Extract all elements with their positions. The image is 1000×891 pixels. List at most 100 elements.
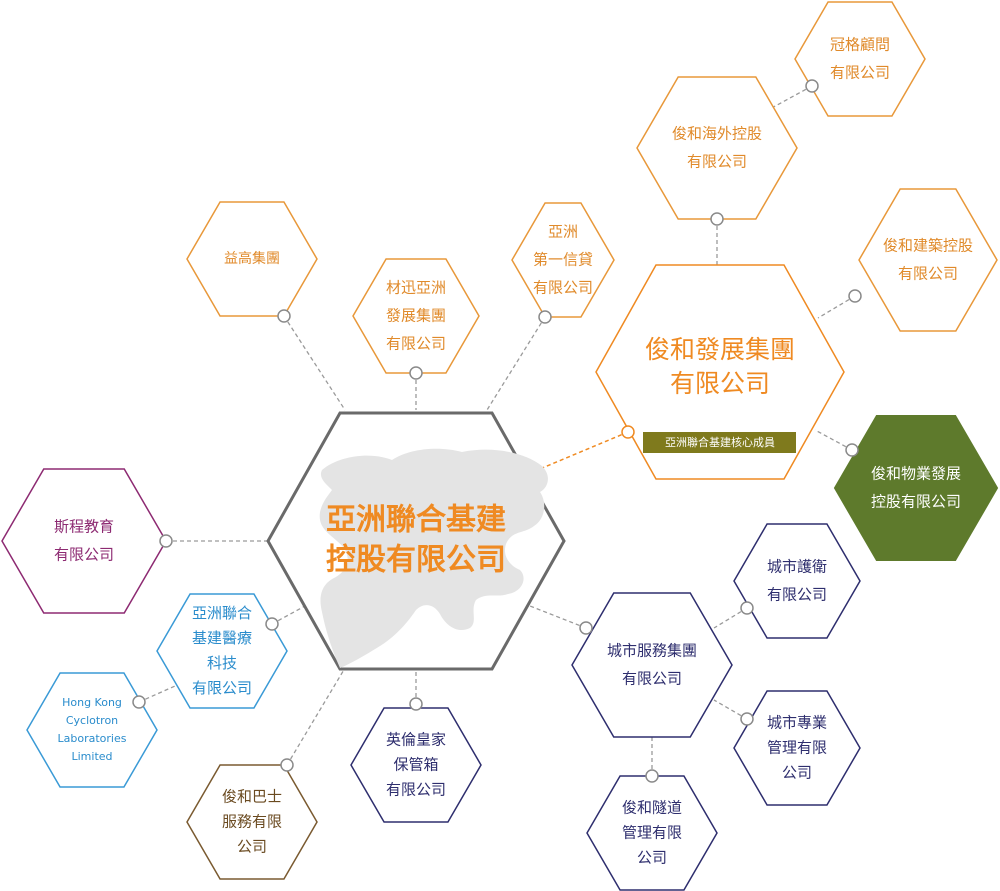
node-label: 城市護衛 [767,558,827,576]
connector-dot [845,443,859,457]
center-name: 控股有限公司 [326,543,506,578]
node-label: 有限公司 [687,153,747,171]
connector-dots [132,79,862,783]
node-hexagon [571,592,733,738]
connector-dot [132,695,146,709]
node-label: 有限公司 [192,679,252,697]
node-label: Cyclotron [66,714,118,727]
connector-dot [409,366,423,380]
node-hexagon [1,468,167,614]
node-hexagon [350,707,482,823]
node-label: 有限公司 [830,64,890,82]
connector-line [283,315,346,411]
node-label: 俊和建築控股 [883,237,973,255]
connector-dot [805,79,819,93]
node-label: 亞洲聯合 [192,604,252,622]
core-connector-dot [621,425,635,439]
core-member-badge [643,432,796,453]
node-hexagon [833,415,999,561]
connector-line [529,605,587,629]
connector-dot [277,309,291,323]
node-hexagon [636,76,798,220]
connector-line [817,295,856,319]
core-group-name: 俊和發展集團 [645,335,795,364]
node-label: 保管箱 [393,756,438,774]
node-hexagon [352,258,480,374]
node-hexagon [156,593,288,709]
connector-line [286,667,346,766]
node-hexagon [586,775,718,891]
node-label: 有限公司 [622,670,682,688]
connector-line [767,85,813,111]
node-label: 城市專業 [767,714,827,732]
connector-dot [848,289,862,303]
node-label: 管理有限 [622,824,682,842]
node-label: 有限公司 [386,781,446,799]
node-label: 俊和隧道 [622,799,682,817]
node-label: 控股有限公司 [871,493,961,511]
node-label: 城市服務集團 [607,642,697,660]
node-label: 有限公司 [533,279,593,297]
connector-dot [645,769,659,783]
node-hexagon [733,523,861,639]
connector-dot [740,601,754,615]
node-label: 有限公司 [54,546,114,564]
connector-dot [710,212,724,226]
node-label: 第一信貸 [533,251,593,269]
node-label: Hong Kong [62,696,122,709]
node-label: 基建醫療 [192,629,252,647]
node-label: 冠格顧問 [830,36,890,54]
connectors [138,85,856,776]
node-label: 服務有限 [222,813,282,831]
node-hexagon [186,201,318,317]
node-hexagon [26,672,158,788]
connector-line [271,605,306,625]
connector-dot [265,617,279,631]
node-label: 有限公司 [767,586,827,604]
node-label: 亞洲 [548,223,578,241]
connector-dot [159,534,173,548]
core-member-badge-text: 亞洲聯合基建核心成員 [665,435,775,449]
node-label: Laboratories [58,732,127,745]
connector-line [486,316,546,411]
node-label: 斯程教育 [54,518,114,536]
world-map-icon [319,448,548,668]
core-group-hexagon [595,264,845,480]
connector-line [713,699,748,720]
node-label: 材迅亞洲 [386,279,446,297]
node-label: 俊和海外控股 [672,125,762,143]
center-name: 亞洲聯合基建 [326,503,506,538]
connector-dot [579,621,593,635]
connector-line [814,429,853,451]
core-group-name: 有限公司 [670,369,770,398]
connector-dot [280,758,294,772]
node-label: 發展集團 [386,307,446,325]
node-hexagon [733,690,861,806]
node-label: 有限公司 [898,265,958,283]
node-label: 俊和物業發展 [871,465,961,483]
connector-dot [538,310,552,324]
connector-dot [740,712,754,726]
node-yiko: 益高集團 [186,201,318,317]
node-hexagon [858,188,998,332]
node-label: 俊和巴士 [222,788,282,806]
node-hexagon [186,764,318,880]
node-label: 公司 [237,838,267,856]
